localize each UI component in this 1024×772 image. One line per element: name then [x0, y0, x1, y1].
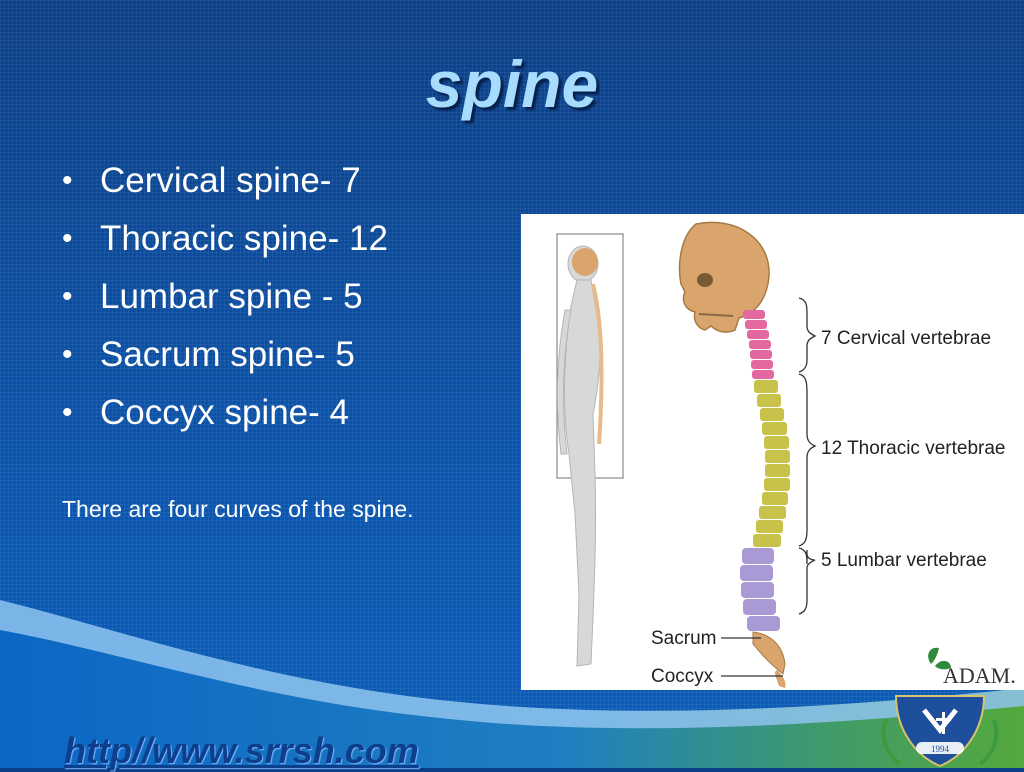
cervical-vertebrae [743, 310, 774, 379]
spine-diagram: 7 Cervical vertebrae 12 Thoracic vertebr… [521, 214, 1024, 690]
sacrum-bone [752, 631, 786, 675]
lumbar-vertebrae [740, 548, 780, 631]
bullet-item: • Thoracic spine- 12 [60, 210, 388, 268]
cross-icon [942, 712, 945, 734]
year-ribbon [916, 742, 964, 754]
leader-lines [721, 637, 783, 677]
adam-logo: ADAM. [928, 647, 1016, 688]
leaf-icon [928, 647, 939, 664]
leaf-icon [935, 660, 951, 670]
cross-bar [936, 718, 951, 721]
emblem-year: 1994 [931, 744, 950, 754]
decorative-wave [0, 600, 1024, 768]
bullet-item: • Coccyx spine- 4 [60, 384, 388, 442]
bullet-icon: • [62, 396, 73, 429]
bullet-item: • Lumbar spine - 5 [60, 268, 388, 326]
laurel-icon [881, 719, 902, 766]
bullet-text: Coccyx spine- 4 [100, 393, 349, 432]
laurel-icon [978, 719, 999, 766]
bullet-icon: • [62, 338, 73, 371]
skull [678, 221, 770, 333]
cervical-label: 7 Cervical vertebrae [821, 328, 991, 349]
adam-credit: ADAM. [943, 663, 1016, 688]
bullet-icon: • [62, 222, 73, 255]
bullet-text: Sacrum spine- 5 [100, 335, 355, 374]
bullet-icon: • [62, 280, 73, 313]
emblem-mark [922, 708, 958, 735]
body-figure [557, 245, 601, 667]
bullet-text: Cervical spine- 7 [100, 161, 361, 200]
bullet-item: • Cervical spine- 7 [60, 152, 388, 210]
thoracic-vertebrae [753, 380, 790, 547]
spine-illustration: 7 Cervical vertebrae 12 Thoracic vertebr… [556, 221, 1016, 688]
curves-note: There are four curves of the spine. [62, 496, 414, 522]
slide-title: spine [425, 47, 599, 121]
bullet-list: • Cervical spine- 7 • Thoracic spine- 12 •… [60, 152, 388, 442]
lumbar-label: 5 Lumbar vertebrae [821, 550, 987, 571]
region-braces [798, 297, 817, 615]
bullet-text: Thoracic spine- 12 [100, 219, 388, 258]
bullet-text: Lumbar spine - 5 [100, 277, 363, 316]
mini-spine [591, 283, 604, 445]
thoracic-label: 12 Thoracic vertebrae [821, 438, 1005, 459]
mini-skull [572, 248, 598, 276]
bullet-item: • Sacrum spine- 5 [60, 326, 388, 384]
bullet-icon: • [62, 164, 73, 197]
sacrum-label: Sacrum [651, 628, 716, 649]
coccyx-bone [775, 670, 786, 688]
website-link[interactable]: http//www.srrsh.com [64, 730, 419, 771]
coccyx-label: Coccyx [651, 666, 714, 687]
hospital-emblem: 1994 [881, 695, 999, 768]
